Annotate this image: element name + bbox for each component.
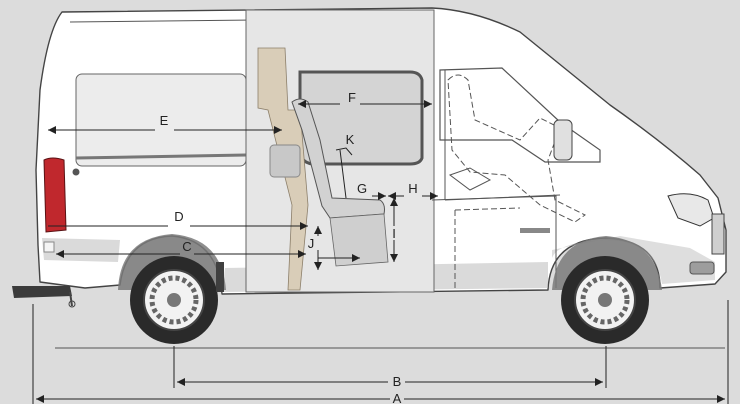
label-e: E <box>160 113 169 128</box>
panel-bolt <box>72 168 80 176</box>
dimension-b <box>173 346 607 388</box>
dimension-c <box>56 250 306 258</box>
rear-step <box>12 286 72 298</box>
tow-hook <box>69 291 73 307</box>
label-g: G <box>357 181 367 196</box>
rear-mud-flap <box>216 262 224 292</box>
dimension-g <box>339 149 386 200</box>
dimension-a <box>32 300 729 404</box>
seat-base <box>329 213 389 267</box>
dimension-e <box>48 126 282 134</box>
label-k: K <box>346 132 355 147</box>
dimension-i <box>390 198 398 262</box>
cab-window <box>439 67 601 163</box>
dimension-f <box>298 100 432 108</box>
panel-rail <box>75 153 247 160</box>
label-j: J <box>308 236 315 251</box>
side-mirror <box>553 119 573 161</box>
grille <box>711 213 725 255</box>
dimension-k <box>335 147 353 156</box>
fog-light <box>689 261 715 275</box>
label-c: C <box>182 239 191 254</box>
dimension-d <box>48 222 308 230</box>
cab-step-outline <box>454 207 521 288</box>
label-a: A <box>393 391 402 404</box>
door-handle <box>520 228 550 233</box>
label-b: B <box>393 374 402 389</box>
front-trim <box>552 236 715 284</box>
headlight <box>667 193 715 227</box>
dimension-j <box>314 226 360 270</box>
taillight <box>43 157 67 233</box>
rear-wheel <box>118 234 226 344</box>
label-f: F <box>348 90 356 105</box>
tow-ring <box>68 300 76 308</box>
front-wheel <box>552 236 662 344</box>
label-h: H <box>408 181 417 196</box>
reverse-light <box>43 241 55 253</box>
driver-foot <box>448 167 492 191</box>
front-door-line <box>431 195 557 288</box>
label-i: I <box>392 226 396 241</box>
seat-belt-anchor <box>269 144 301 178</box>
label-d: D <box>174 209 183 224</box>
